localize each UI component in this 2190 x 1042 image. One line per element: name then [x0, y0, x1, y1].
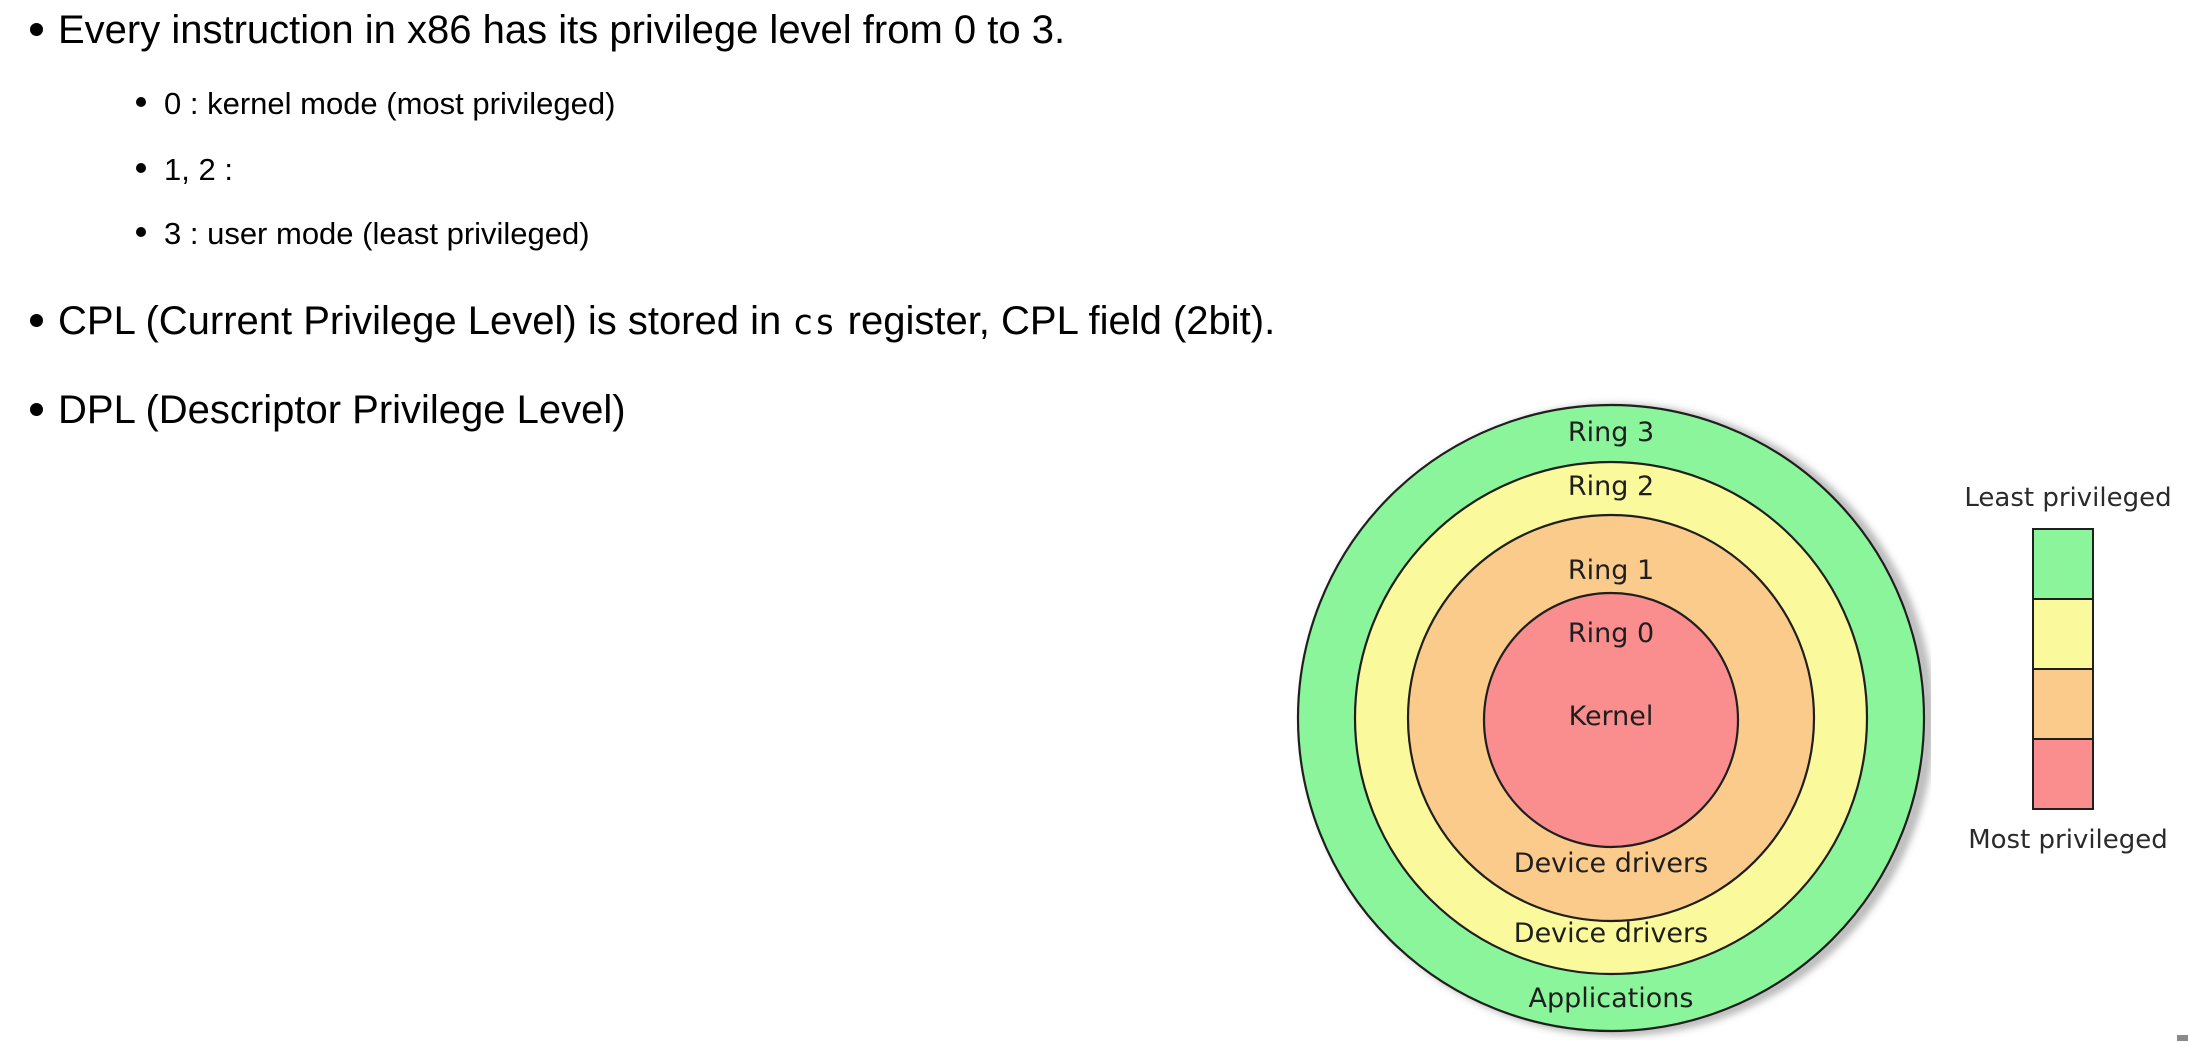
sub-bullet-user-mode: 3 : user mode (least privileged)	[136, 212, 590, 256]
sub-bullet-text: 3 : user mode (least privileged)	[164, 216, 590, 251]
ring0-circle	[1482, 591, 1740, 849]
bullet-icon	[30, 403, 43, 416]
ring3-label: Ring 3	[1568, 417, 1654, 448]
bullet-text: DPL (Descriptor Privilege Level)	[58, 388, 626, 432]
bullet-text: CPL (Current Privilege Level) is stored …	[58, 297, 1275, 347]
device-drivers-ring2-label: Device drivers	[1514, 918, 1708, 949]
protection-rings-diagram: Ring 3 Ring 2 Ring 1 Ring 0 Kernel Devic…	[1296, 403, 1931, 1035]
bullet-icon	[30, 314, 43, 327]
bullet-icon	[136, 163, 146, 173]
privilege-legend-bar	[2032, 528, 2094, 810]
ring0-label: Ring 0	[1568, 618, 1654, 649]
applications-label: Applications	[1529, 983, 1694, 1014]
device-drivers-ring1-label: Device drivers	[1514, 848, 1708, 879]
ring1-label: Ring 1	[1568, 555, 1654, 586]
ring2-label: Ring 2	[1568, 471, 1654, 502]
sub-bullet-text: 0 : kernel mode (most privileged)	[164, 86, 616, 121]
legend-swatch-yellow	[2032, 598, 2094, 670]
legend-swatch-red	[2032, 738, 2094, 810]
legend-swatch-orange	[2032, 668, 2094, 740]
bullet-text: Every instruction in x86 has its privile…	[58, 8, 1066, 52]
bullet-icon	[30, 23, 43, 36]
cpl-text-prefix: CPL (Current Privilege Level) is stored …	[58, 299, 793, 343]
cpl-text-suffix: register, CPL field (2bit).	[836, 299, 1276, 343]
bullet-line-1: Every instruction in x86 has its privile…	[30, 6, 1065, 54]
legend-most-privileged-label: Most privileged	[1968, 825, 2168, 855]
sub-bullet-kernel-mode: 0 : kernel mode (most privileged)	[136, 82, 615, 126]
bullet-icon	[136, 227, 146, 237]
cs-register-code: cs	[792, 303, 837, 343]
legend-least-privileged-label: Least privileged	[1964, 483, 2172, 513]
legend-swatch-green	[2032, 528, 2094, 600]
bullet-icon	[136, 97, 146, 107]
cropped-artifact	[2177, 1035, 2188, 1041]
sub-bullet-text: 1, 2 :	[164, 152, 233, 187]
bullet-line-cpl: CPL (Current Privilege Level) is stored …	[30, 297, 1275, 347]
bullet-line-dpl: DPL (Descriptor Privilege Level)	[30, 386, 626, 434]
kernel-label: Kernel	[1569, 701, 1654, 732]
sub-bullet-levels-1-2: 1, 2 :	[136, 148, 233, 192]
